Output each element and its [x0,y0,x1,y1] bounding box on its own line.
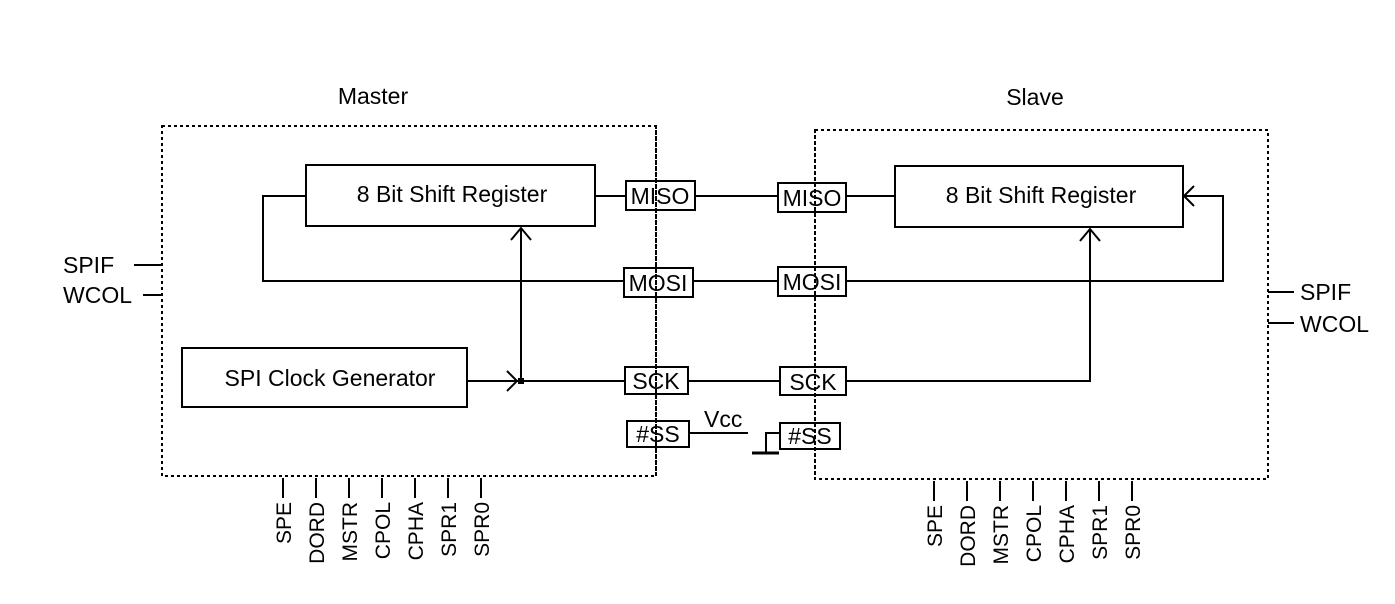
slave-miso-label: MISO [783,185,842,211]
slave-bit-cpha: CPHA [1056,505,1079,563]
master-ss-label: #SS [636,421,679,447]
master-control-bit-leads [282,478,482,498]
master-bit-mstr: MSTR [339,502,362,562]
master-bit-spe: SPE [273,502,296,544]
master-shift-clock-arrow [510,226,532,241]
slave-bit-mstr: MSTR [990,505,1013,565]
clock-junction-dot [518,378,524,384]
slave-ss-pin-box [779,422,841,450]
master-mosi-pin-box [623,267,694,298]
master-mosi-label: MOSI [629,270,688,296]
master-bit-cpol: CPOL [372,502,395,559]
slave-bit-cpol: CPOL [1023,505,1046,562]
master-bit-dord: DORD [306,502,329,564]
master-boundary [161,125,657,477]
master-clock-generator-label: SPI Clock Generator [225,365,436,391]
slave-ss-label: #SS [788,423,831,449]
master-bit-cpha: CPHA [405,502,428,560]
slave-spif-label: SPIF [1300,279,1351,305]
master-title: Master [338,83,409,109]
slave-ss-to-ground [765,432,780,452]
slave-wcol-label: WCOL [1300,311,1369,337]
slave-shift-clock-arrow [1079,227,1101,242]
master-control-bits: SPE DORD MSTR CPOL CPHA SPR1 SPR0 [273,502,494,564]
master-bit-spr1: SPR1 [438,502,461,557]
master-sck-label: SCK [632,368,680,394]
master-shift-register-label: 8 Bit Shift Register [357,181,548,207]
slave-bit-dord: DORD [957,505,980,567]
clock-gen-arrow [506,370,519,392]
master-bit-spr0: SPR0 [471,502,494,557]
slave-bit-spr0: SPR0 [1122,505,1145,560]
slave-miso-pin-box [777,182,847,213]
master-miso-label: MISO [631,183,690,209]
slave-mosi-label: MOSI [783,269,842,295]
sck-wire-slave [846,229,1091,382]
mosi-wire-master-loop [262,195,624,282]
slave-bit-spe: SPE [924,505,947,547]
slave-shift-in-arrow [1182,185,1195,207]
slave-sck-label: SCK [789,369,837,395]
master-clock-generator-box [181,347,468,408]
vcc-label: Vcc [704,406,742,432]
slave-control-bit-leads [933,481,1133,501]
slave-title: Slave [1006,84,1064,110]
mosi-wire-slave-loop [846,195,1224,282]
slave-bit-spr1: SPR1 [1089,505,1112,560]
slave-control-bits: SPE DORD MSTR CPOL CPHA SPR1 SPR0 [924,505,1145,567]
slave-shift-register-label: 8 Bit Shift Register [946,182,1137,208]
master-wcol-label: WCOL [63,282,132,308]
master-spif-label: SPIF [63,252,114,278]
